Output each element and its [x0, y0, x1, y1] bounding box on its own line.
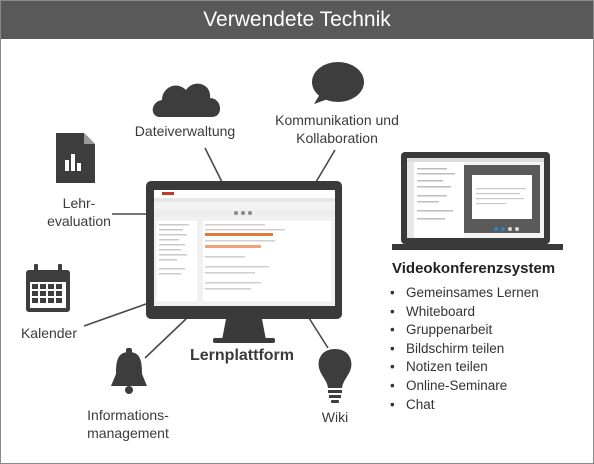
center-label: Lernplattform — [190, 347, 294, 364]
bell-icon — [111, 348, 147, 394]
connector-dateiverwaltung — [204, 147, 223, 183]
node-informationsmanagement: Informations- management — [66, 406, 190, 442]
node-informationsmanagement-line2: management — [87, 425, 169, 441]
node-wiki: Wiki — [321, 409, 349, 425]
node-kommunikation-line1: Kommunikation und — [275, 112, 399, 128]
node-kalender: Kalender — [20, 325, 78, 341]
lightbulb-icon — [318, 349, 352, 403]
videokonferenz-title: Videokonferenzsystem — [392, 260, 556, 277]
node-lehrevaluation: Lehr- evaluation — [38, 194, 120, 230]
list-item: Gemeinsames Lernen — [388, 284, 539, 303]
node-kommunikation: Kommunikation und Kollaboration — [262, 111, 412, 147]
connector-informationsmanagement — [144, 317, 188, 359]
connector-kommunikation — [315, 149, 336, 183]
list-item: Chat — [388, 396, 539, 415]
list-item: Bildschirm teilen — [388, 340, 539, 359]
page-title: Verwendete Technik — [1, 1, 593, 39]
list-item: Notizen teilen — [388, 358, 539, 377]
node-lehrevaluation-line1: Lehr- — [62, 195, 96, 211]
connector-kalender — [83, 303, 147, 327]
node-dateiverwaltung: Dateiverwaltung — [134, 123, 236, 139]
list-item: Gruppenarbeit — [388, 321, 539, 340]
videokonferenz-feature-list: Gemeinsames Lernen Whiteboard Gruppenarb… — [388, 284, 539, 414]
document-chart-icon — [56, 133, 95, 183]
node-lehrevaluation-line2: evaluation — [47, 213, 111, 229]
speech-bubble-icon — [312, 62, 364, 104]
cloud-icon — [152, 83, 221, 117]
calendar-icon — [26, 264, 70, 312]
video-conference-screenshot — [407, 158, 544, 238]
node-kommunikation-line2: Kollaboration — [296, 130, 378, 146]
node-informationsmanagement-line1: Informations- — [87, 407, 169, 423]
lms-screenshot — [154, 190, 335, 303]
list-item: Online-Seminare — [388, 377, 539, 396]
list-item: Whiteboard — [388, 303, 539, 322]
connector-wiki — [308, 317, 329, 349]
